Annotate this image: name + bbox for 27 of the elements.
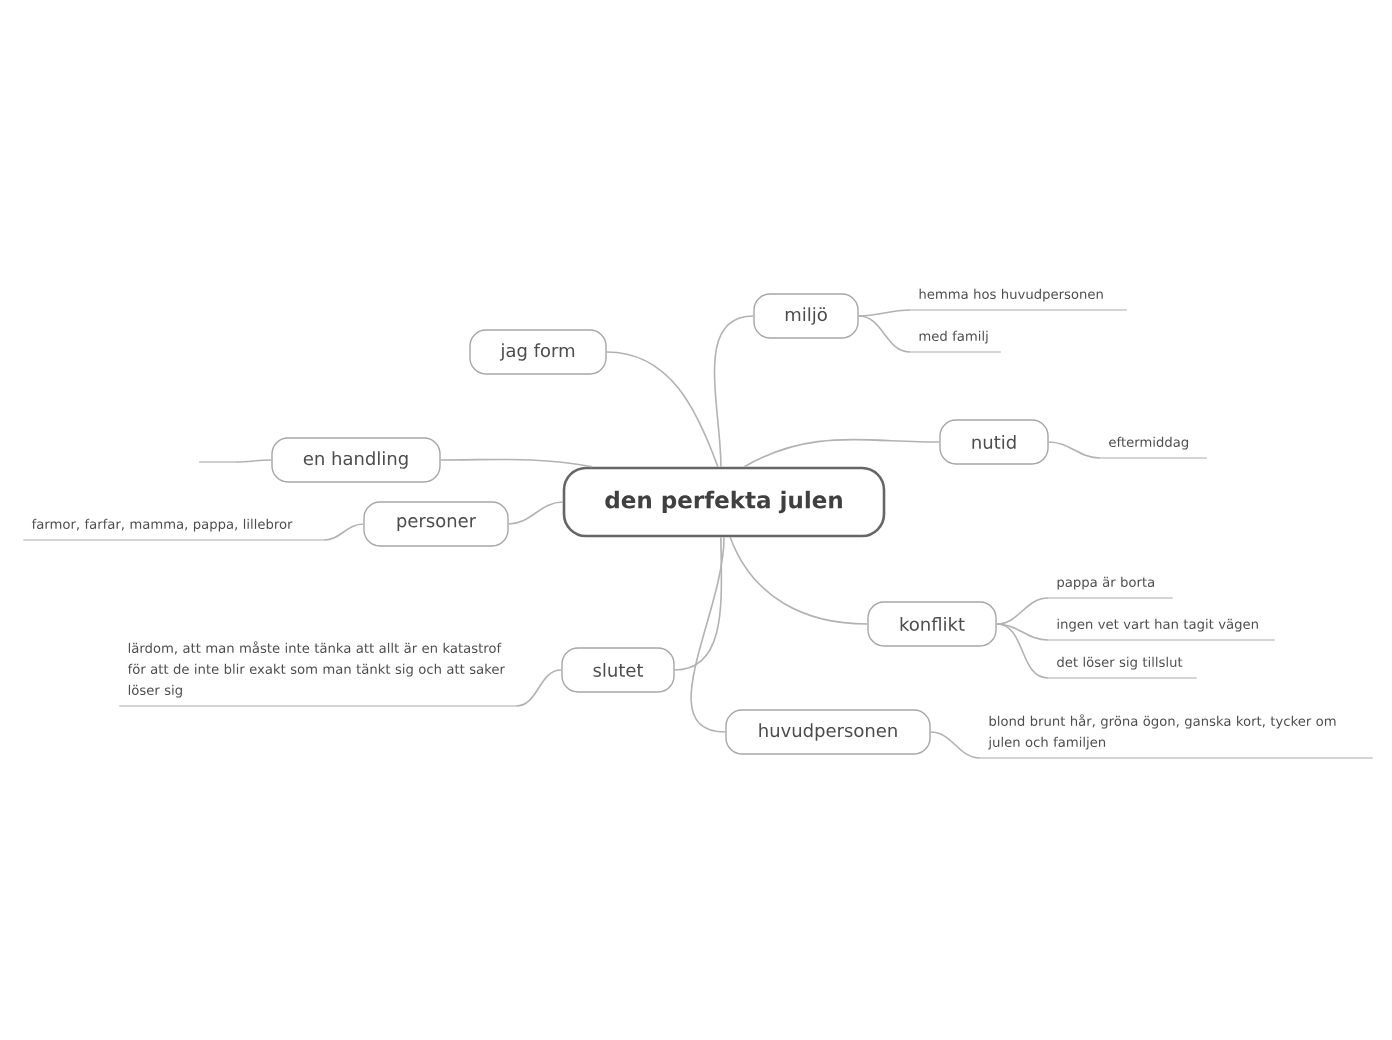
connector: [995, 623, 1049, 679]
connector: [995, 597, 1049, 625]
connector: [857, 309, 911, 317]
connector: [439, 458, 594, 468]
topic-box: jag form: [469, 329, 607, 375]
connector: [515, 669, 563, 707]
connector: [323, 523, 365, 541]
connector: [713, 315, 755, 468]
connector: [673, 536, 723, 671]
connector: [690, 536, 727, 733]
connector: [605, 351, 719, 468]
connector: [507, 501, 564, 525]
topic-box: konflikt: [867, 601, 997, 647]
connector: [235, 459, 273, 463]
branch-underline: [198, 461, 237, 463]
topic-box: nutid: [939, 419, 1049, 465]
connector: [929, 731, 981, 759]
topic-box: slutet: [561, 647, 675, 693]
topic-box: huvudpersonen: [725, 709, 931, 755]
topic-box: miljö: [753, 293, 859, 339]
connector: [857, 315, 911, 353]
topic-box: personer: [363, 501, 509, 547]
connector: [1047, 441, 1101, 459]
connector: [729, 536, 869, 625]
topic-box: en handling: [271, 437, 441, 483]
central-topic-box: den perfekta julen: [562, 466, 886, 538]
connector: [743, 438, 941, 468]
